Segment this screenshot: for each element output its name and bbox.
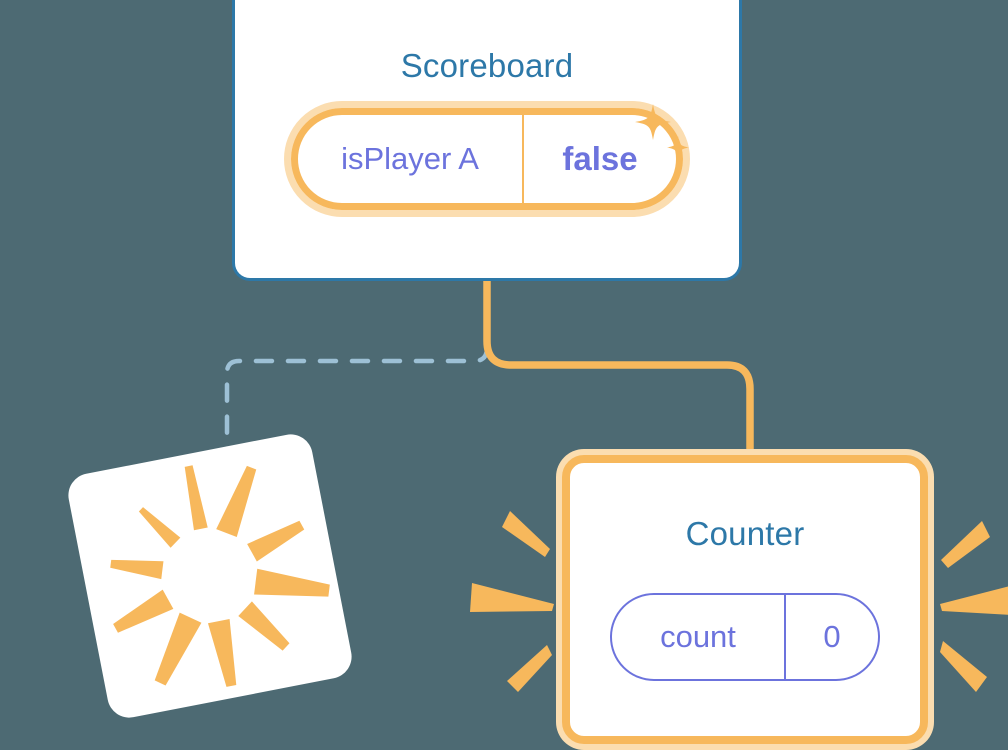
card-counter-surface: Counter count 0 [562, 455, 928, 744]
scoreboard-state-pill-highlight: isPlayer A false [284, 101, 690, 217]
ray [940, 586, 1008, 615]
connector-active-solid [483, 281, 754, 462]
counter-title: Counter [685, 515, 805, 552]
ray [502, 511, 550, 557]
counter-state-key: count [612, 595, 786, 679]
scoreboard-title: Scoreboard [400, 47, 574, 84]
ray [507, 645, 552, 692]
counter-state-row: count 0 [570, 553, 920, 681]
counter-rays-left [470, 511, 554, 692]
scoreboard-state-pill[interactable]: isPlayer A false [291, 108, 683, 210]
ray [940, 641, 987, 692]
counter-state-pill[interactable]: count 0 [610, 593, 880, 681]
scoreboard-state-row: isPlayer A false [235, 85, 739, 217]
ray [941, 521, 990, 568]
card-counter[interactable]: Counter count 0 [556, 449, 934, 750]
card-scoreboard[interactable]: Scoreboard isPlayer A false [232, 0, 742, 281]
counter-state-value: 0 [823, 619, 841, 654]
card-burst-skipped[interactable] [64, 430, 356, 722]
burst-rays-icon [110, 465, 330, 687]
counter-rays-right [940, 521, 1008, 692]
scoreboard-state-key: isPlayer A [298, 115, 524, 203]
ray [470, 583, 554, 612]
scoreboard-state-value: false [562, 140, 638, 177]
